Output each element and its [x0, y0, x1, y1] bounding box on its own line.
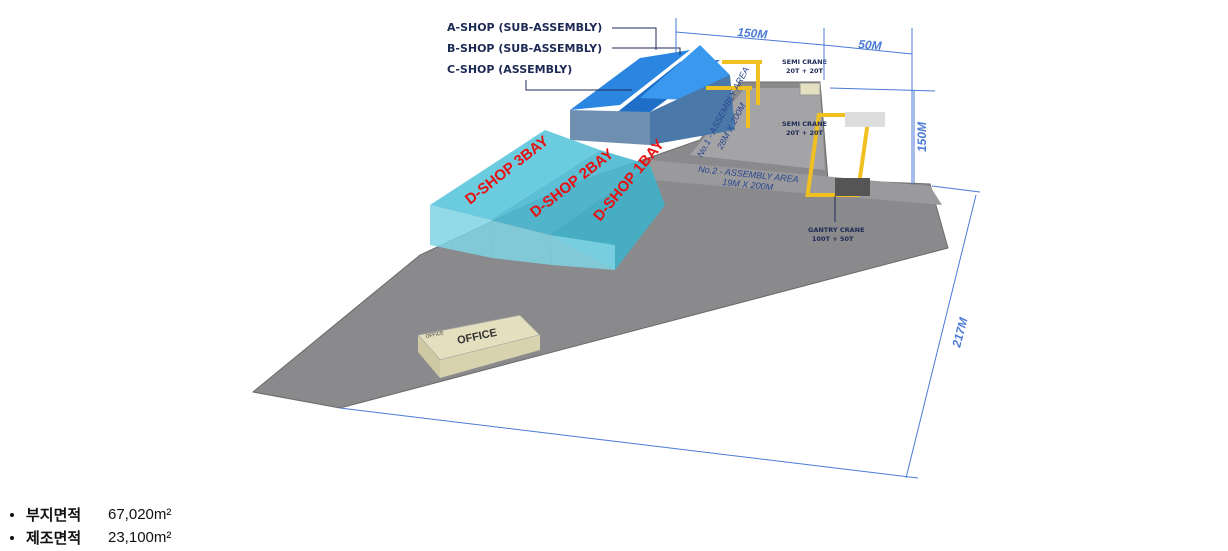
bullet-icon: [10, 512, 14, 517]
stat-value: 23,100m²: [108, 529, 172, 546]
gantry-crane-capacity: 100T + 50T: [812, 235, 854, 243]
semi-crane-2-label: SEMI CRANE: [782, 120, 827, 128]
office-building: OFFICE OFFICE: [417, 314, 541, 378]
stat-label: 부지면적: [26, 507, 82, 524]
gantry-crane-label: GANTRY CRANE: [808, 226, 865, 234]
dimension-150m-top: 150M: [737, 25, 769, 42]
a-shop-label: A-SHOP (SUB-ASSEMBLY): [447, 21, 602, 34]
dimension-150m-vertical: 150M: [915, 121, 929, 152]
gantry-crane-icon: [805, 112, 885, 197]
dimension-lines: [339, 18, 981, 479]
site-area-stats: 부지면적 67,020m² 제조면적 23,100m²: [10, 503, 171, 549]
stat-site-area: 부지면적 67,020m²: [10, 503, 171, 526]
office-small-label: OFFICE: [425, 330, 445, 340]
b-shop-label: B-SHOP (SUB-ASSEMBLY): [447, 42, 602, 55]
bullet-icon: [10, 535, 14, 540]
semi-crane-icon: [706, 60, 762, 128]
assembly-area-1: [690, 88, 825, 170]
dimension-50m: 50M: [858, 37, 883, 53]
dimension-217m: 217M: [949, 315, 971, 350]
d-shops: D-SHOP 3BAY D-SHOP 2BAY D-SHOP 1BAY: [430, 130, 668, 270]
semi-crane-1-label: SEMI CRANE: [782, 58, 827, 66]
stat-label: 제조면적: [26, 530, 82, 547]
c-shop-label: C-SHOP (ASSEMBLY): [447, 63, 572, 76]
blue-shops: [570, 45, 735, 145]
stat-manufacturing-area: 제조면적 23,100m²: [10, 526, 171, 549]
semi-crane-1-capacity: 20T + 20T: [786, 67, 823, 75]
shipyard-layout-diagram: D-SHOP 3BAY D-SHOP 2BAY D-SHOP 1BAY OFFI…: [251, 18, 981, 479]
small-building: [799, 82, 821, 96]
semi-crane-2-capacity: 20T + 20T: [786, 129, 823, 137]
stat-value: 67,020m²: [108, 506, 172, 523]
